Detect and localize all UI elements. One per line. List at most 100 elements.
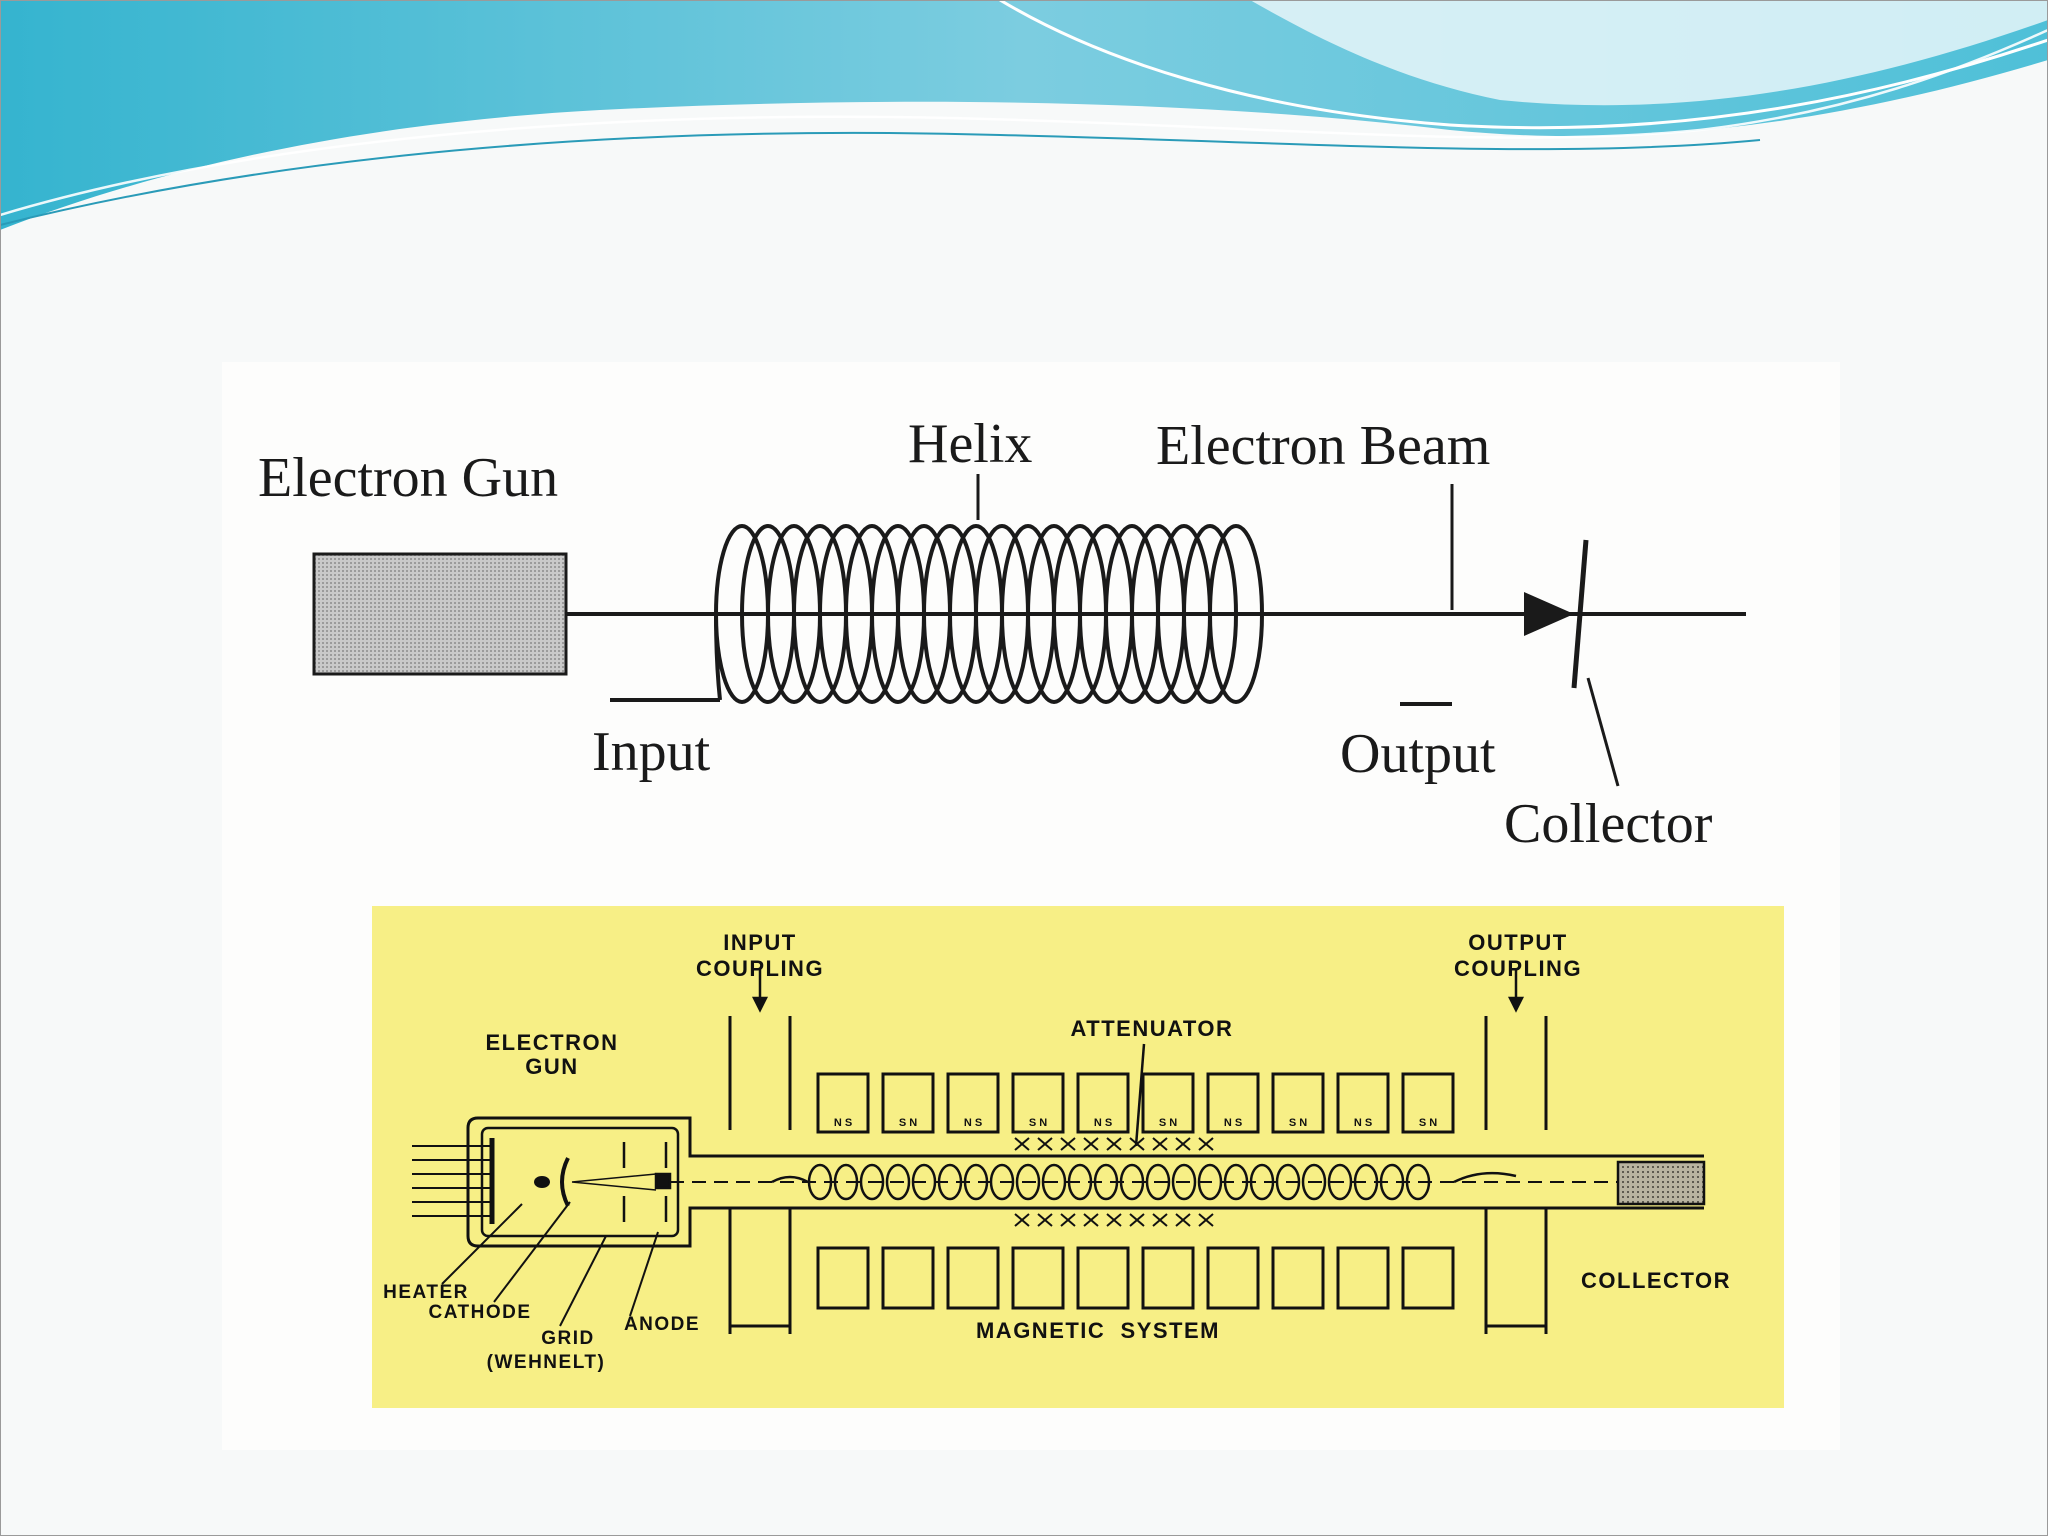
magnet-bottom <box>816 1246 870 1310</box>
magnet-top <box>1401 1072 1455 1134</box>
attenuator-cross <box>1175 1213 1191 1227</box>
magnet-bottom <box>1401 1246 1455 1310</box>
collector-leader <box>1586 677 1620 787</box>
attenuator-cross <box>1106 1137 1122 1151</box>
helix-input-tail <box>771 1175 809 1184</box>
helix-loop <box>807 1163 833 1201</box>
label-output-coupling-1: OUTPUT <box>1468 930 1567 955</box>
input-coupling <box>728 1016 792 1334</box>
helix-loop <box>1301 1163 1327 1201</box>
magnet-bottom <box>1336 1246 1390 1310</box>
magnet-top <box>1271 1072 1325 1134</box>
tube-envelope <box>466 1116 1704 1248</box>
magnet-bottom <box>1076 1246 1130 1310</box>
magnet-top <box>881 1072 935 1134</box>
magnet-pole-label: N S <box>1354 1117 1372 1129</box>
collector-plate <box>1571 539 1589 689</box>
helix-loop <box>1119 1163 1145 1201</box>
label-cathode: CATHODE <box>428 1302 531 1323</box>
attenuator-cross <box>1198 1137 1214 1151</box>
magnet-array-bottom <box>816 1246 1455 1310</box>
helix-loop <box>1405 1163 1431 1201</box>
magnet-top <box>1141 1072 1195 1134</box>
label-collector: Collector <box>1504 793 1713 855</box>
beam-arrow-icon <box>1524 592 1574 636</box>
helix-output-tail <box>1453 1171 1517 1184</box>
helix-loop <box>937 1163 963 1201</box>
label-grid-2: (WEHNELT) <box>487 1352 606 1373</box>
attenuator-markers <box>1014 1137 1214 1227</box>
magnet-top <box>1011 1072 1065 1134</box>
helix-loop <box>989 1163 1015 1201</box>
attenuator-arrow <box>1134 1043 1146 1147</box>
label-input-coupling-2: COUPLING <box>696 956 824 981</box>
helix-coil <box>1182 524 1238 704</box>
label-anode: ANODE <box>624 1314 700 1335</box>
attenuator-cross <box>1014 1137 1030 1151</box>
attenuator-cross <box>1014 1213 1030 1227</box>
magnet-pole-label: N S <box>834 1117 852 1129</box>
label-electron-gun: Electron Gun <box>258 447 558 509</box>
helix-loop <box>833 1163 859 1201</box>
helix-loop <box>1379 1163 1405 1201</box>
attenuator-cross <box>1037 1137 1053 1151</box>
helix <box>771 1163 1517 1201</box>
helix-coil <box>1208 524 1264 704</box>
helix-loop <box>963 1163 989 1201</box>
attenuator-cross <box>1175 1137 1191 1151</box>
coupling-arrows <box>751 968 1525 1013</box>
magnet-pole-label: N S <box>964 1117 982 1129</box>
helix-loop <box>1015 1163 1041 1201</box>
helix-loop <box>885 1163 911 1201</box>
magnet-bottom <box>946 1246 1000 1310</box>
helix-loop <box>911 1163 937 1201</box>
label-output: Output <box>1340 723 1496 785</box>
helix-loop <box>1093 1163 1119 1201</box>
attenuator-cross <box>1083 1137 1099 1151</box>
label-input-coupling-1: INPUT <box>723 930 797 955</box>
attenuator-cross <box>1106 1213 1122 1227</box>
attenuator-cross <box>1060 1137 1076 1151</box>
attenuator-cross <box>1060 1213 1076 1227</box>
heater-wires <box>412 1145 550 1217</box>
label-helix: Helix <box>908 413 1032 475</box>
magnet-top <box>946 1072 1000 1134</box>
helix-loop <box>1197 1163 1223 1201</box>
magnet-bottom <box>1011 1246 1065 1310</box>
magnet-bottom <box>1141 1246 1195 1310</box>
label-heater: HEATER <box>383 1282 469 1303</box>
helix-loop <box>1275 1163 1301 1201</box>
magnet-pole-label: N S <box>1094 1117 1112 1129</box>
label-output-coupling-2: COUPLING <box>1454 956 1582 981</box>
helix-loop <box>1353 1163 1379 1201</box>
magnet-top <box>1206 1072 1260 1134</box>
magnet-pole-label: S N <box>899 1117 917 1129</box>
magnet-bottom <box>1271 1246 1325 1310</box>
output-coupling <box>1484 1016 1548 1334</box>
magnet-top <box>816 1072 870 1134</box>
magnet-bottom <box>881 1246 935 1310</box>
attenuator-cross <box>1037 1213 1053 1227</box>
helix-loop <box>1067 1163 1093 1201</box>
magnet-pole-label: S N <box>1419 1117 1437 1129</box>
helix-loop <box>1145 1163 1171 1201</box>
label-input: Input <box>592 721 711 783</box>
label-grid-1: GRID <box>541 1328 595 1349</box>
wave-header-decoration <box>0 0 2048 230</box>
attenuator-cross <box>1129 1213 1145 1227</box>
attenuator-cross <box>1198 1213 1214 1227</box>
label-electron-beam: Electron Beam <box>1156 415 1490 477</box>
helix-input-tail <box>714 613 722 701</box>
label-electron-gun-1: ELECTRON <box>486 1030 619 1055</box>
attenuator-cross <box>1152 1137 1168 1151</box>
label-attenuator: ATTENUATOR <box>1071 1016 1234 1041</box>
magnet-pole-label: S N <box>1029 1117 1047 1129</box>
attenuator-cross <box>1083 1213 1099 1227</box>
gun-leader-lines <box>441 1201 659 1327</box>
collector-block <box>1616 1160 1706 1206</box>
helix-loop <box>1223 1163 1249 1201</box>
